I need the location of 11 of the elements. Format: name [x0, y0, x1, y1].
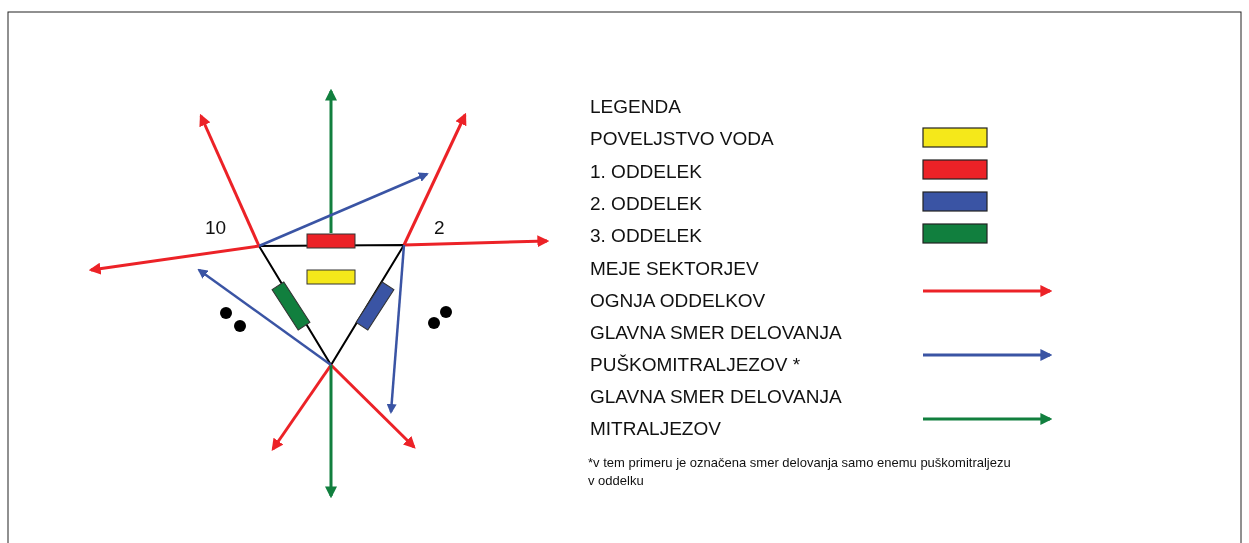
legend-label: GLAVNA SMER DELOVANJA MITRALJEZOV: [590, 385, 843, 441]
number-label: 10: [205, 216, 227, 240]
legend-label: 3. ODDELEK: [590, 224, 703, 248]
legend-title: LEGENDA: [590, 95, 681, 119]
footnote: *v tem primeru je označena smer delovanja samo enemu puškomitraljezu v oddelku: [588, 454, 1012, 490]
legend-label: 1. ODDELEK: [590, 160, 703, 184]
legend-label: POVELJSTVO VODA: [590, 127, 775, 151]
legend-label: 2. ODDELEK: [590, 192, 703, 216]
legend-label: MEJE SEKTORJEV OGNJA ODDELKOV: [590, 257, 767, 313]
number-label: 2: [434, 216, 445, 240]
legend-label: GLAVNA SMER DELOVANJA PUŠKOMITRALJEZOV *: [590, 321, 843, 377]
